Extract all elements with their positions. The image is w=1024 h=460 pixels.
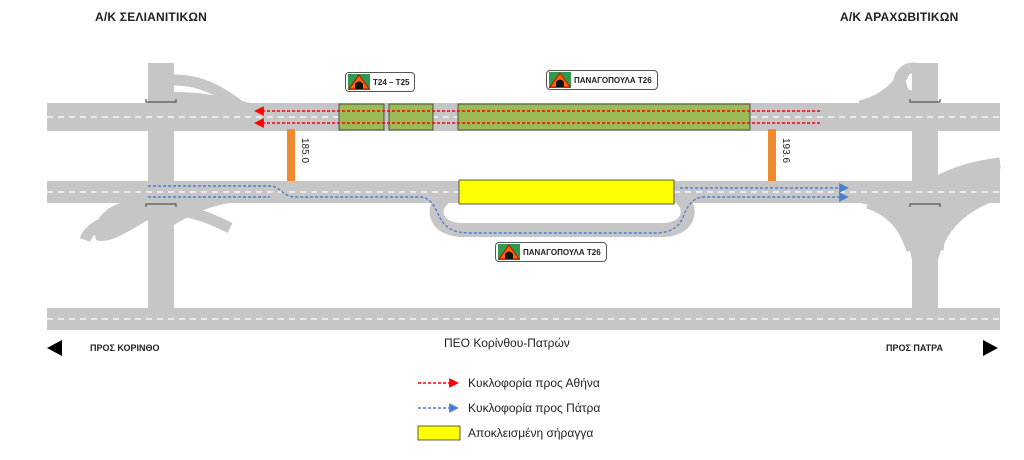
traffic-to-athens xyxy=(254,106,820,128)
tunnel-panagopoula-closed xyxy=(458,179,675,205)
arrow-left-icon xyxy=(47,340,62,356)
right-interchange-road xyxy=(912,63,938,310)
legend-athens-label: Κυκλοφορία προς Αθήνα xyxy=(468,376,600,390)
tunnel-warning-icon xyxy=(348,74,370,90)
direction-label-left: ΠΡΟΣ ΚΟΡΙΝΘΟ xyxy=(90,343,160,353)
legend-patra-label: Κυκλοφορία προς Πάτρα xyxy=(468,401,601,415)
tunnel-label-panagopoula-top-text: ΠΑΝΑΓΟΠΟΥΛΑ Τ26 xyxy=(574,75,652,85)
tunnel-t24-segment-a xyxy=(338,103,385,131)
tunnel-label-panagopoula-bottom: ΠΑΝΑΓΟΠΟΥΛΑ Τ26 xyxy=(495,242,607,262)
tunnel-label-t24-t25-text: Τ24 – Τ25 xyxy=(373,77,410,87)
arrow-right-icon xyxy=(983,340,998,356)
direction-label-right: ΠΡΟΣ ΠΑΤΡΑ xyxy=(886,343,943,353)
left-interchange-title: Α/Κ ΣΕΛΙΑΝΙΤΙΚΩΝ xyxy=(95,10,208,24)
tunnel-label-panagopoula-bottom-text: ΠΑΝΑΓΟΠΟΥΛΑ Τ26 xyxy=(523,247,601,257)
chainage-posts xyxy=(287,129,776,181)
open-tunnels xyxy=(338,103,751,131)
bridge-ticks xyxy=(145,99,941,207)
tunnel-label-panagopoula-top: ΠΑΝΑΓΟΠΟΥΛΑ Τ26 xyxy=(546,70,658,90)
tunnel-t25-segment-b xyxy=(388,103,434,131)
legend-closed-label: Αποκλεισμένη σήραγγα xyxy=(468,426,594,440)
tunnel-panagopoula-open xyxy=(457,103,751,131)
chainage-post-left xyxy=(287,129,295,181)
right-interchange-title: Α/Κ ΑΡΑΧΩΒΙΤΙΚΩΝ xyxy=(840,10,959,24)
chainage-post-right xyxy=(768,129,776,181)
tunnel-warning-icon xyxy=(549,72,571,88)
road-name: ΠΕΟ Κορίνθου-Πατρών xyxy=(444,336,570,350)
chainage-label-left: 185.0 xyxy=(299,138,310,164)
legend-yellow-box xyxy=(417,425,461,441)
tunnel-label-t24-t25: Τ24 – Τ25 xyxy=(345,72,416,92)
chainage-label-right: 193.6 xyxy=(780,138,791,164)
traffic-to-patra xyxy=(148,183,849,234)
tunnel-warning-icon xyxy=(498,244,520,260)
detour-bypass-road xyxy=(429,191,695,237)
